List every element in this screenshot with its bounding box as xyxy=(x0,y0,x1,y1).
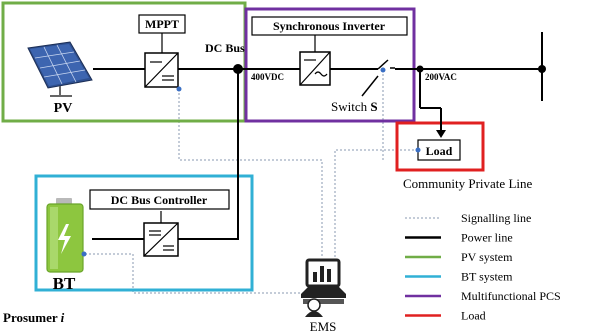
switch-label-letter: S xyxy=(370,99,377,114)
inverter-label-box xyxy=(251,16,408,36)
dcbus-to-bt-line xyxy=(178,69,239,240)
legend-item: PV system xyxy=(405,250,513,264)
load-signal-dot xyxy=(415,147,421,153)
ems-monitor-icon xyxy=(301,258,346,317)
dc-bus-controller-label: DC Bus Controller xyxy=(111,193,208,207)
signal-bt-ems xyxy=(65,253,305,294)
battery-icon xyxy=(46,198,84,273)
pv-label: PV xyxy=(54,101,73,116)
legend-item: Multifunctional PCS xyxy=(405,289,561,303)
legend-label: Load xyxy=(461,309,486,323)
legend-label: BT system xyxy=(461,270,513,284)
ems-label: EMS xyxy=(310,319,337,334)
voltage-200vac-label: 200VAC xyxy=(425,72,457,82)
voltage-400vdc-label: 400VDC xyxy=(251,72,284,82)
switch-s-icon xyxy=(361,59,395,97)
mppt-label: MPPT xyxy=(145,17,179,31)
bt-signal-dot xyxy=(81,251,87,257)
bt-system-box xyxy=(34,174,254,292)
inverter-converter xyxy=(299,51,331,86)
load-arrow-icon xyxy=(436,130,446,138)
mppt-label-box xyxy=(138,14,186,34)
bt-label: BT xyxy=(53,274,76,293)
signalling-lines xyxy=(65,70,418,294)
dc-bus-label: DC Bus xyxy=(205,41,245,55)
dc-bus-node xyxy=(233,64,243,74)
community-line-label: Community Private Line xyxy=(403,176,532,191)
inverter-label: Synchronous Inverter xyxy=(273,19,386,33)
bt-converter xyxy=(143,222,179,257)
signal-load-ems xyxy=(334,149,418,258)
prosumer-label: Prosumer i xyxy=(3,310,65,325)
load-label: Load xyxy=(426,144,453,158)
legend-label: PV system xyxy=(461,250,513,264)
dc-bus-controller-label-box xyxy=(89,189,230,210)
legend-label: Power line xyxy=(461,231,513,245)
prosumer-label-index: i xyxy=(61,310,65,325)
legend-item: Power line xyxy=(405,231,513,245)
power-lines xyxy=(92,32,543,240)
legend-item: Signalling line xyxy=(405,211,531,225)
legend-item: BT system xyxy=(405,270,513,284)
prosumer-label-prefix: Prosumer xyxy=(3,310,61,325)
legend-label: Signalling line xyxy=(461,211,531,225)
legend-label: Multifunctional PCS xyxy=(461,289,561,303)
mppt-converter xyxy=(144,52,179,88)
community-node xyxy=(538,65,546,73)
switch-signal-dot xyxy=(380,67,386,73)
switch-label-prefix: Switch xyxy=(331,99,370,114)
switch-label: Switch S xyxy=(331,99,378,114)
pcs-box xyxy=(244,7,416,123)
mppt-signal-dot xyxy=(176,86,182,92)
solar-panel-icon xyxy=(27,41,93,97)
legend-item: Load xyxy=(405,309,486,323)
ac-node xyxy=(416,65,424,73)
